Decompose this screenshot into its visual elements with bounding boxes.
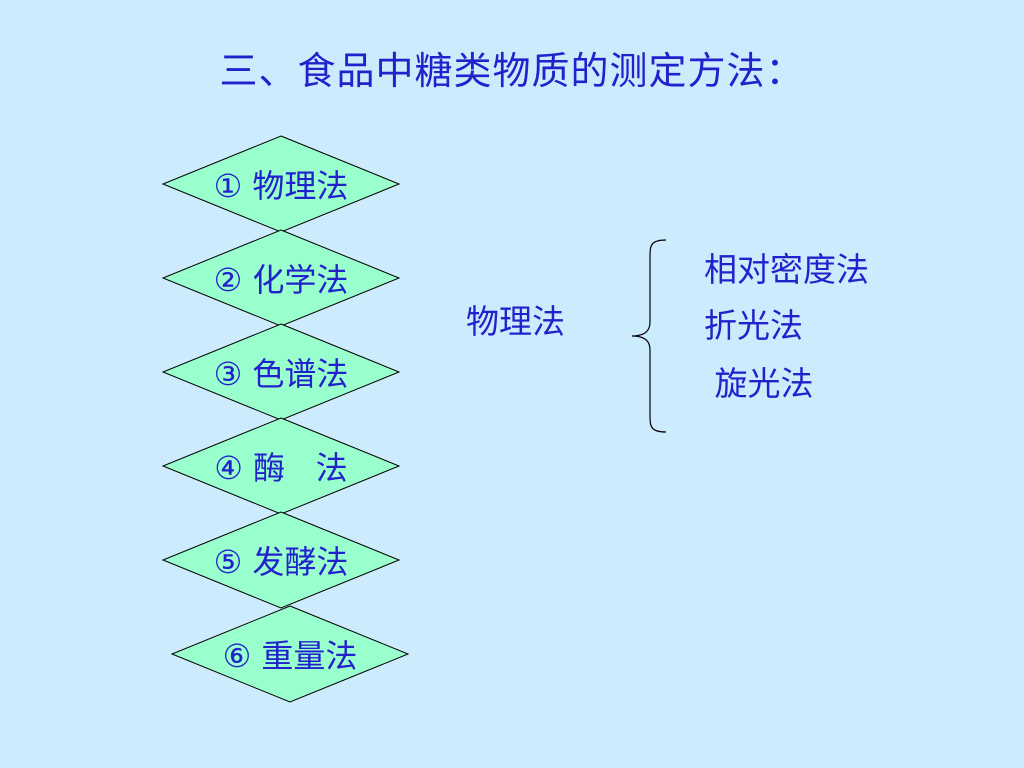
- physical-item-1: 相对密度法: [704, 250, 869, 289]
- method-diamond-4: ④ 酶 法: [161, 417, 401, 515]
- method-diamond-2: ② 化学法: [161, 229, 401, 327]
- method-label: ⑥ 重量法: [222, 637, 358, 675]
- diamond-shape: [170, 605, 410, 703]
- physical-item-3: 旋光法: [704, 364, 814, 403]
- method-label: ⑤ 发酵法: [213, 543, 349, 581]
- diamond-shape: [161, 511, 401, 609]
- curly-brace-icon: [631, 239, 667, 433]
- method-label: ③ 色谱法: [213, 355, 349, 393]
- slide-title: 三、食品中糖类物质的测定方法：: [219, 49, 805, 93]
- physical-method-label: 物理法: [466, 302, 565, 341]
- method-diamond-6: ⑥ 重量法: [170, 605, 410, 703]
- method-label: ④ 酶 法: [214, 449, 348, 487]
- method-label: ② 化学法: [213, 261, 349, 299]
- physical-item-2: 折光法: [704, 306, 803, 345]
- method-diamond-1: ① 物理法: [161, 135, 401, 233]
- method-label: ① 物理法: [213, 167, 349, 205]
- method-diamond-5: ⑤ 发酵法: [161, 511, 401, 609]
- method-diamond-3: ③ 色谱法: [161, 323, 401, 421]
